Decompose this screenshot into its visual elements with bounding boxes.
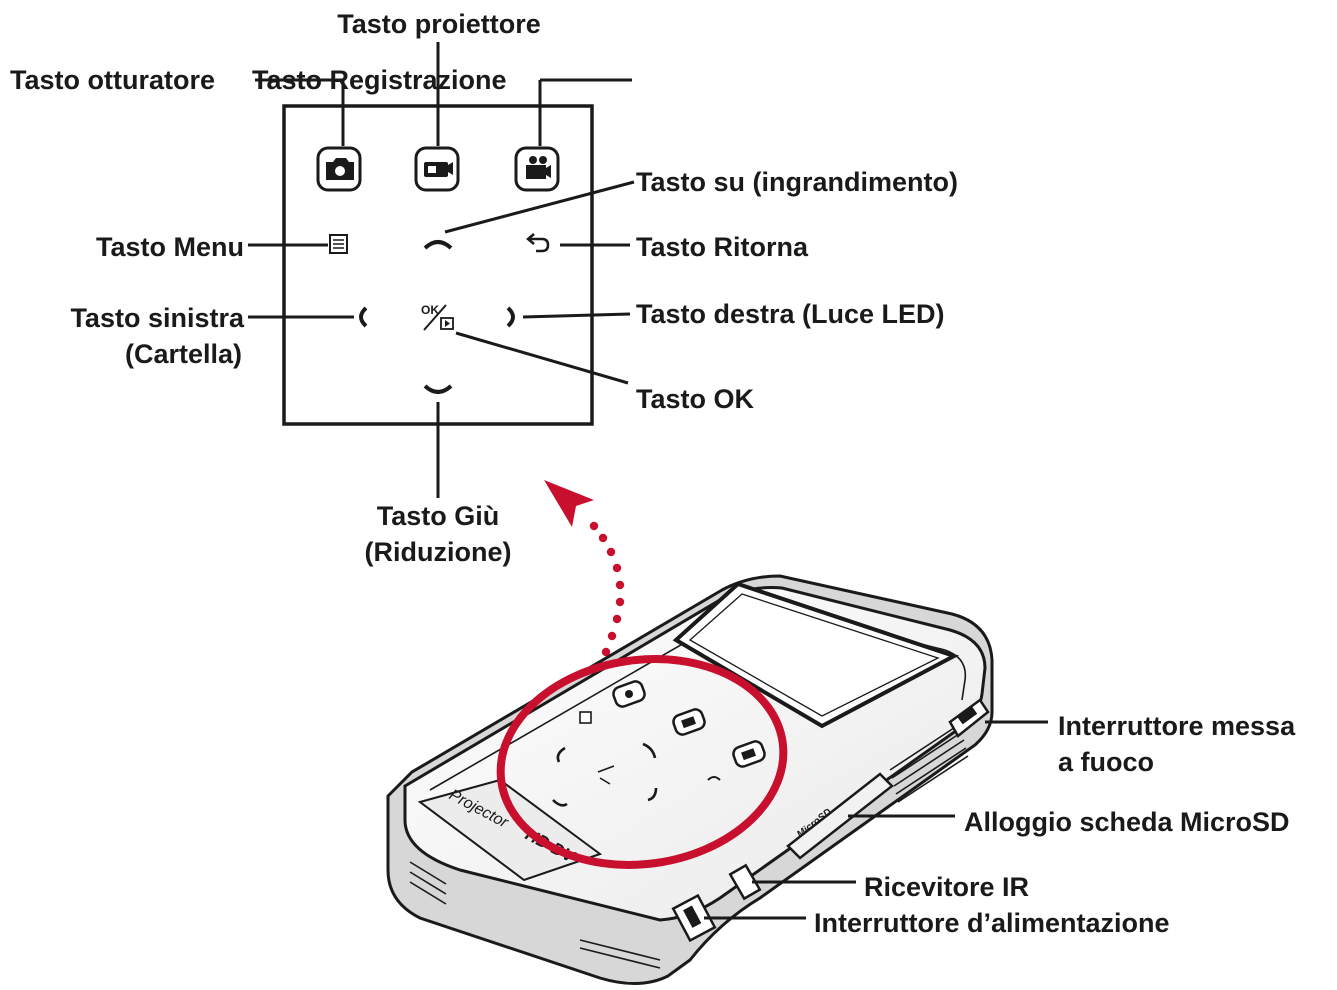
power-switch[interactable] (671, 893, 717, 943)
device-keypad (552, 680, 766, 807)
arrow-head-icon (544, 480, 594, 527)
left-chevron-icon[interactable] (359, 306, 368, 328)
up-chevron-icon[interactable] (423, 240, 453, 250)
camera-device: MicroSD Projector HD DV (386, 574, 1048, 986)
return-arrow-icon (530, 237, 550, 253)
ir-receiver (728, 863, 762, 901)
label-up-key: Tasto su (ingrandimento) (636, 167, 958, 197)
label-ok-key: Tasto OK (636, 384, 755, 414)
label-focus-switch-line1: Interruttore messa (1058, 711, 1296, 741)
zoom-arrow (544, 480, 625, 657)
label-right-key: Tasto destra (Luce LED) (636, 299, 945, 329)
label-projector-key: Tasto proiettore (337, 9, 541, 39)
label-down-key-line1: Tasto Giù (376, 501, 500, 531)
device-screen (672, 581, 960, 729)
projector-key[interactable] (414, 146, 460, 192)
focus-switch[interactable] (948, 698, 990, 738)
label-ir-receiver: Ricevitore IR (864, 872, 1030, 902)
label-down-key-line2: (Riduzione) (364, 537, 512, 567)
video-camera-icon (526, 156, 551, 179)
label-shutter-key: Tasto otturatore (10, 65, 216, 95)
label-focus-switch-line2: a fuoco (1058, 747, 1155, 777)
top-leader-lines (255, 42, 632, 146)
menu-key[interactable] (329, 234, 348, 254)
side-vents (409, 723, 969, 969)
label-menu-key: Tasto Menu (96, 232, 244, 262)
down-chevron-icon[interactable] (423, 384, 453, 394)
right-chevron-icon[interactable] (506, 306, 515, 328)
shutter-key[interactable] (316, 146, 362, 192)
label-power-switch: Interruttore d’alimentazione (814, 908, 1170, 938)
label-microsd-slot: Alloggio scheda MicroSD (964, 807, 1290, 837)
ok-key[interactable]: OK (421, 303, 454, 331)
label-return-key: Tasto Ritorna (636, 232, 809, 262)
label-left-key-line2: (Cartella) (124, 339, 242, 369)
return-key[interactable] (526, 233, 550, 253)
record-key[interactable] (514, 146, 560, 192)
keypad-highlight-ellipse (496, 655, 788, 869)
label-left-key-line1: Tasto sinistra (70, 303, 244, 333)
label-record-key: Tasto Registrazione (252, 65, 507, 95)
ok-glyph: OK (421, 303, 439, 317)
